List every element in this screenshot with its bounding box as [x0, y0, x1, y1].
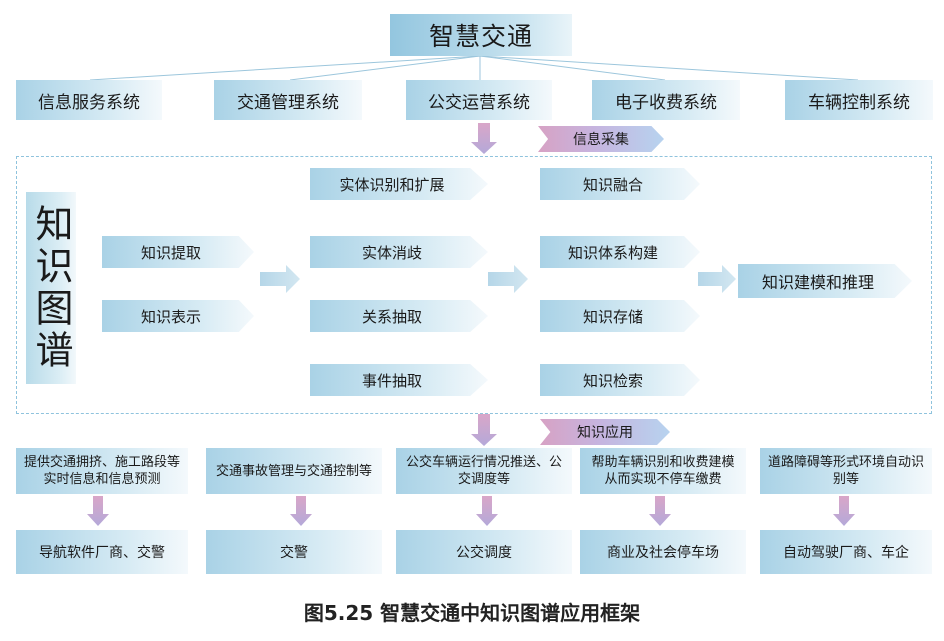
kg-step-knowledge-retrieval: 知识检索	[540, 364, 700, 396]
kg-step-ontology-construction: 知识体系构建	[540, 236, 700, 268]
system-box-info-service: 信息服务系统	[16, 80, 162, 120]
right-arrow-1	[260, 265, 300, 293]
figure-caption: 图5.25 智慧交通中知识图谱应用框架	[303, 601, 641, 625]
down-arrow-collect	[471, 123, 497, 154]
application-box-bus-operation: 公交车辆运行情况推送、公交调度等	[396, 448, 572, 494]
kg-step-entity-recognition: 实体识别和扩展	[310, 168, 488, 200]
knowledge-graph-container	[16, 156, 932, 414]
system-box-traffic-management: 交通管理系统	[214, 80, 362, 120]
kg-step-knowledge-storage: 知识存储	[540, 300, 700, 332]
application-box-electronic-toll: 帮助车辆识别和收费建模从而实现不停车缴费	[580, 448, 746, 494]
system-box-electronic-toll: 电子收费系统	[592, 80, 740, 120]
kg-step-modeling-reasoning: 知识建模和推理	[738, 264, 912, 298]
kg-step-knowledge-representation: 知识表示	[102, 300, 254, 332]
kg-step-relation-extraction: 关系抽取	[310, 300, 488, 332]
kg-step-entity-disambiguation: 实体消歧	[310, 236, 488, 268]
title-box: 智慧交通	[390, 14, 572, 56]
audience-box-navigation: 导航软件厂商、交警	[16, 530, 188, 574]
knowledge-graph-label: 知识图谱	[26, 192, 76, 384]
tag-knowledge-application: 知识应用	[540, 419, 670, 445]
system-box-bus-operation: 公交运营系统	[406, 80, 552, 120]
application-box-traffic-management: 交通事故管理与交通控制等	[206, 448, 382, 494]
kg-step-event-extraction: 事件抽取	[310, 364, 488, 396]
application-box-vehicle-control: 道路障碍等形式环境自动识别等	[760, 448, 932, 494]
kg-step-knowledge-extraction: 知识提取	[102, 236, 254, 268]
title-text: 智慧交通	[428, 22, 533, 51]
app-down-arrows	[87, 496, 855, 526]
audience-box-bus-dispatch: 公交调度	[396, 530, 572, 574]
audience-box-parking: 商业及社会停车场	[580, 530, 746, 574]
kg-step-knowledge-fusion: 知识融合	[540, 168, 700, 200]
tag-info-collection: 信息采集	[538, 126, 664, 152]
right-arrow-3	[698, 265, 736, 293]
audience-box-autonomous: 自动驾驶厂商、车企	[760, 530, 932, 574]
application-box-info-service: 提供交通拥挤、施工路段等实时信息和信息预测	[16, 448, 188, 494]
title-fan-lines	[89, 55, 859, 81]
system-box-vehicle-control: 车辆控制系统	[785, 80, 933, 120]
right-arrow-2	[488, 265, 528, 293]
down-arrow-apply	[471, 414, 497, 446]
audience-box-police: 交警	[206, 530, 382, 574]
